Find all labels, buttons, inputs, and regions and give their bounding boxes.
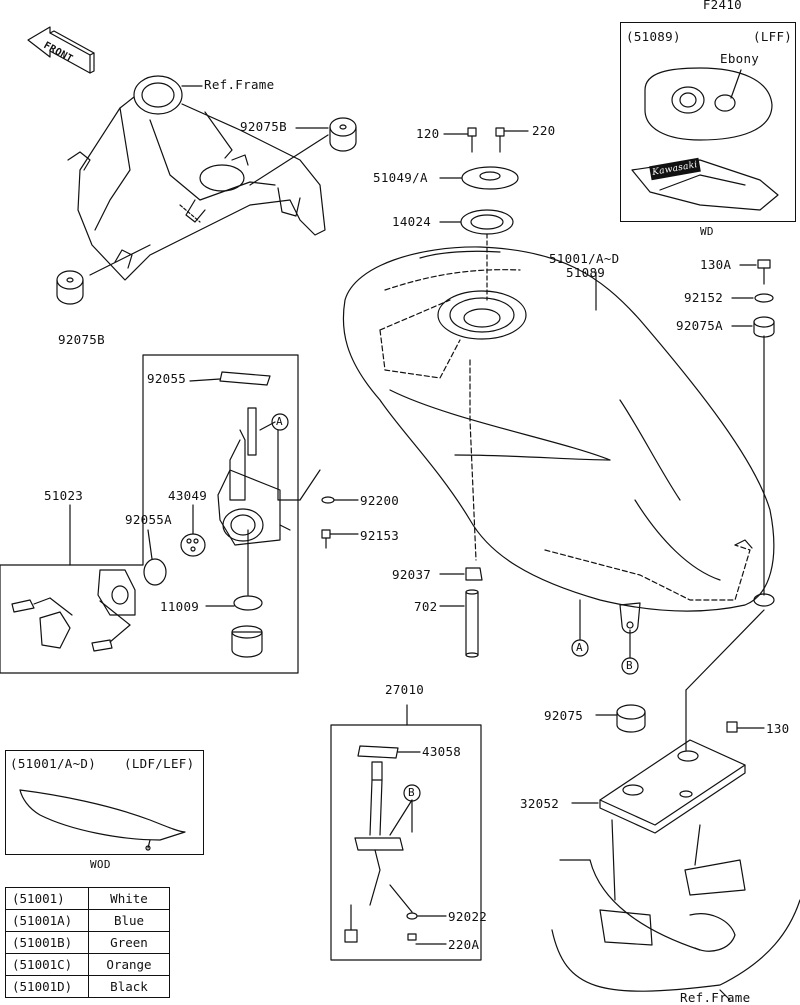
color-name: Orange <box>88 953 170 976</box>
inset-lff-note: Ebony <box>720 51 760 66</box>
callout-a-2: A <box>576 641 583 654</box>
fuel-pump-box <box>330 704 482 961</box>
figure-code: F2410 <box>702 0 742 12</box>
label-51049A: 51049/A <box>373 170 428 185</box>
label-92055A: 92055A <box>125 512 172 527</box>
color-code: (51001B) <box>5 931 89 954</box>
label-51001-line2: 51089 <box>566 265 606 280</box>
inset-lff-caption: WD <box>700 225 714 238</box>
rubber-92075A-icon <box>731 316 775 338</box>
inset-lff <box>620 22 796 222</box>
label-220: 220 <box>532 123 556 138</box>
label-92152: 92152 <box>684 290 724 305</box>
inset-ldf-code: (51001/A~D) <box>10 756 97 771</box>
inset-lff-code: (51089) <box>626 29 681 44</box>
label-120: 120 <box>416 126 440 141</box>
front-arrow-icon <box>27 26 95 74</box>
label-92075B-a: 92075B <box>240 119 287 134</box>
label-130: 130 <box>766 721 790 736</box>
table-row: (51001)White <box>5 887 170 910</box>
filler-cap-parts <box>439 127 529 301</box>
color-code: (51001D) <box>5 975 89 998</box>
color-code: (51001A) <box>5 909 89 932</box>
clip-hose-icon <box>439 567 483 658</box>
label-92075A: 92075A <box>676 318 723 333</box>
frame-head-part <box>67 75 326 281</box>
color-name: White <box>88 887 170 910</box>
label-92055: 92055 <box>147 371 187 386</box>
lower-frame-part <box>551 819 800 1001</box>
table-row: (51001A)Blue <box>5 909 170 932</box>
table-row: (51001C)Orange <box>5 953 170 976</box>
label-ref-frame-top: Ref.Frame <box>204 77 275 92</box>
label-92075: 92075 <box>544 708 584 723</box>
label-92022: 92022 <box>448 909 488 924</box>
callout-b-1: B <box>626 659 633 672</box>
color-code: (51001C) <box>5 953 89 976</box>
label-92153: 92153 <box>360 528 400 543</box>
label-702: 702 <box>414 599 438 614</box>
color-name: Blue <box>88 909 170 932</box>
label-43058: 43058 <box>422 744 462 759</box>
label-ref-frame-bottom: Ref.Frame <box>680 990 751 1005</box>
inset-ldf <box>5 750 204 855</box>
callout-a-1: A <box>276 415 283 428</box>
label-92075B-b: 92075B <box>58 332 105 347</box>
table-row: (51001B)Green <box>5 931 170 954</box>
label-11009: 11009 <box>160 599 200 614</box>
inset-ldf-variant: (LDF/LEF) <box>124 756 195 771</box>
rubber-92075B-icon <box>56 117 357 305</box>
callout-b-2: B <box>408 786 415 799</box>
label-130A: 130A <box>700 257 732 272</box>
color-table: (51001)White (51001A)Blue (51001B)Green … <box>5 887 170 998</box>
table-row: (51001D)Black <box>5 975 170 998</box>
callout-circles <box>271 413 639 802</box>
label-51001-line1: 51001/A~D <box>549 251 620 266</box>
label-14024: 14024 <box>392 214 432 229</box>
tank-cover-ldf-icon <box>19 789 186 851</box>
color-code: (51001) <box>5 887 89 910</box>
bolt-130A-icon <box>739 259 771 285</box>
inset-ldf-caption: WOD <box>90 858 111 871</box>
inset-lff-variant: (LFF) <box>753 29 793 44</box>
label-43049: 43049 <box>168 488 208 503</box>
fuel-cock-part <box>11 371 291 658</box>
washer-92152-icon <box>731 293 774 303</box>
label-92200: 92200 <box>360 493 400 508</box>
tank-top-lff-icon <box>631 67 779 211</box>
label-92037: 92037 <box>392 567 432 582</box>
color-name: Black <box>88 975 170 998</box>
label-220A: 220A <box>448 937 480 952</box>
tank-bracket-part <box>571 609 765 834</box>
fuel-cock-box <box>0 354 299 674</box>
fuel-tank-part <box>342 246 775 634</box>
color-name: Green <box>88 931 170 954</box>
label-51023: 51023 <box>44 488 84 503</box>
fuel-pump-part <box>344 745 447 945</box>
label-32052: 32052 <box>520 796 560 811</box>
label-27010: 27010 <box>385 682 425 697</box>
